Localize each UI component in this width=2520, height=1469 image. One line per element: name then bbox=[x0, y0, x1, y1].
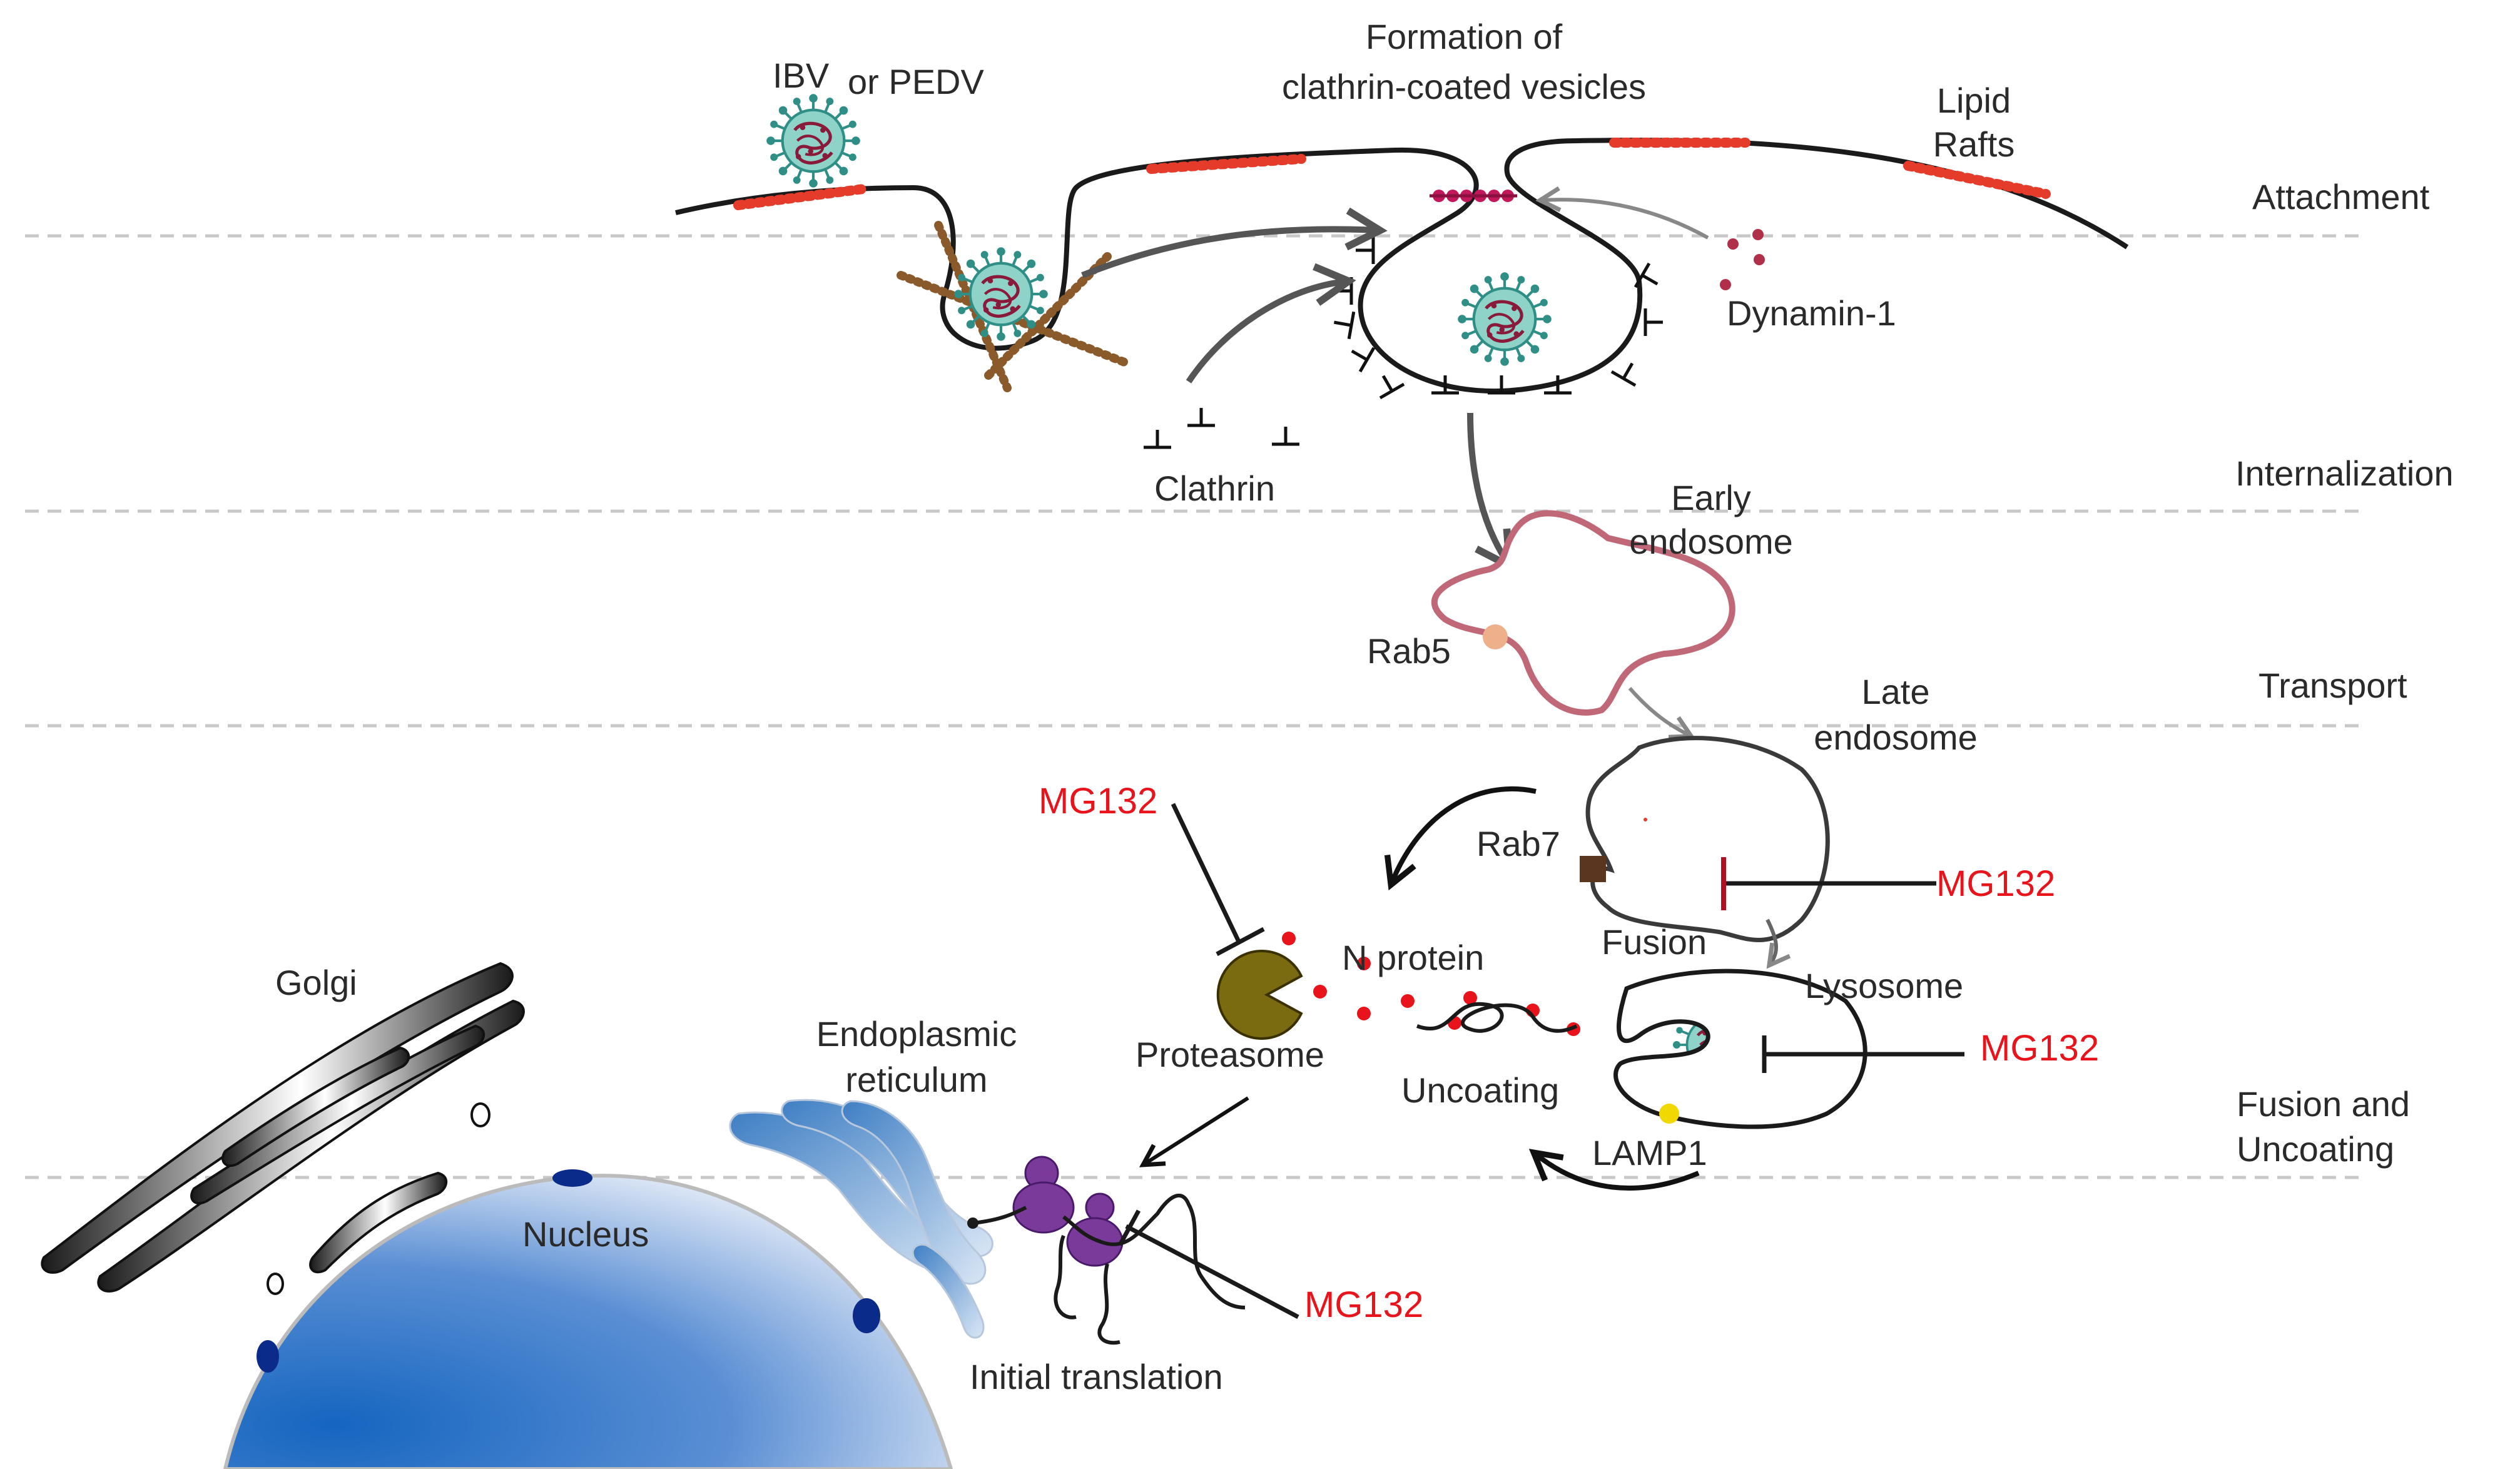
label-mg132-fusion: MG132 bbox=[1936, 863, 2055, 904]
label-uncoating: Uncoating bbox=[1401, 1070, 1559, 1110]
rab5-marker bbox=[1483, 624, 1508, 649]
label-early-endosome-line1: Early bbox=[1671, 478, 1751, 517]
rab7-marker bbox=[1580, 856, 1606, 882]
arrow-attachment-to-ccv bbox=[1081, 229, 1376, 278]
label-pedv: or PEDV bbox=[848, 62, 984, 101]
virus-icon bbox=[954, 247, 1048, 341]
label-n-protein: N protein bbox=[1342, 938, 1484, 977]
label-mg132-translation: MG132 bbox=[1304, 1284, 1423, 1325]
label-rab7: Rab7 bbox=[1476, 824, 1560, 863]
early-endosome bbox=[1431, 510, 1735, 716]
stage-label-internalization: Internalization bbox=[2235, 454, 2454, 493]
nuclear-pores bbox=[257, 1169, 880, 1373]
label-er-line1: Endoplasmic bbox=[816, 1014, 1017, 1054]
arrow-dynamin-to-neck bbox=[1542, 200, 1709, 240]
label-golgi: Golgi bbox=[275, 963, 357, 1002]
stage-label-attachment: Attachment bbox=[2252, 177, 2430, 216]
label-ccv-title-line2: clathrin-coated vesicles bbox=[1282, 67, 1646, 106]
golgi-apparatus bbox=[41, 962, 525, 1295]
label-ccv-title-line1: Formation of bbox=[1366, 17, 1563, 56]
label-lipid-rafts-line1: Lipid bbox=[1937, 81, 2011, 120]
label-mg132-proteasome: MG132 bbox=[1039, 781, 1157, 821]
arrow-early-to-late-endosome bbox=[1628, 687, 1689, 735]
endoplasmic-reticulum bbox=[729, 1099, 993, 1339]
virus-icon bbox=[766, 94, 860, 188]
lamp1-marker bbox=[1659, 1104, 1679, 1124]
arrow-rab7-to-proteasome bbox=[1392, 786, 1537, 882]
label-initial-translation: Initial translation bbox=[970, 1357, 1223, 1396]
arrow-proteasome-to-translation bbox=[1145, 1096, 1249, 1164]
late-endosome bbox=[1585, 736, 1830, 942]
stage-label-fusion-uncoating-line1: Fusion and bbox=[2237, 1084, 2410, 1124]
arrow-lysosome-to-uncoating bbox=[1536, 1154, 1700, 1191]
label-fusion: Fusion bbox=[1602, 922, 1707, 962]
proteasome-icon bbox=[1216, 950, 1303, 1040]
label-lamp1: LAMP1 bbox=[1592, 1133, 1707, 1172]
lipid-rafts bbox=[733, 138, 2051, 210]
plasma-membrane bbox=[675, 138, 2129, 394]
label-dynamin: Dynamin-1 bbox=[1727, 293, 1896, 333]
lysosome bbox=[1613, 968, 1867, 1129]
arrow-late-to-lysosome bbox=[1766, 918, 1776, 963]
label-mg132-lysosome: MG132 bbox=[1980, 1028, 2099, 1069]
label-lipid-rafts-line2: Rafts bbox=[1933, 125, 2015, 164]
mrna-strand bbox=[972, 1193, 1246, 1345]
clathrin-triskelion-icon bbox=[1144, 408, 1299, 447]
label-ibv: IBV bbox=[773, 56, 830, 95]
label-early-endosome-line2: endosome bbox=[1629, 522, 1793, 561]
stage-label-transport: Transport bbox=[2258, 666, 2407, 705]
stage-dividers bbox=[25, 234, 2365, 1179]
label-proteasome: Proteasome bbox=[1136, 1035, 1324, 1074]
label-late-endosome-line1: Late bbox=[1862, 672, 1930, 711]
label-rab5: Rab5 bbox=[1367, 631, 1451, 671]
label-clathrin: Clathrin bbox=[1154, 469, 1275, 508]
viral-rna-uncoated bbox=[1416, 1002, 1578, 1033]
arrow-ccv-to-early-endosome bbox=[1467, 412, 1508, 563]
inhibition-markers bbox=[1117, 803, 1964, 1319]
stage-label-fusion-uncoating-line2: Uncoating bbox=[2237, 1129, 2394, 1169]
dynamin-dot-icon bbox=[1720, 229, 1765, 290]
arrow-clathrin-to-ccv bbox=[1186, 282, 1345, 384]
label-lysosome: Lysosome bbox=[1805, 966, 1963, 1005]
ribosome-icon bbox=[1012, 1156, 1124, 1267]
virus-icon bbox=[1458, 272, 1552, 366]
label-nucleus: Nucleus bbox=[522, 1214, 649, 1254]
label-er-line2: reticulum bbox=[845, 1060, 987, 1099]
label-late-endosome-line2: endosome bbox=[1814, 718, 1978, 757]
